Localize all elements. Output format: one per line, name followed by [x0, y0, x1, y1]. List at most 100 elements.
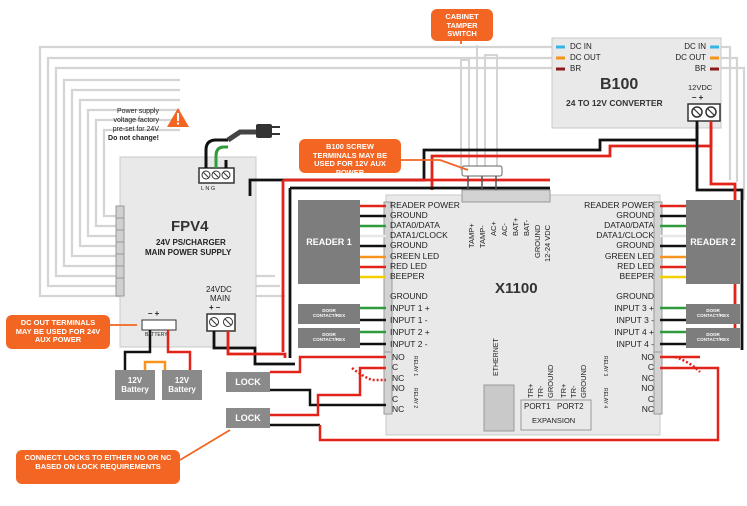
- cabinet-tamper-callout: CABINET TAMPER SWITCH: [431, 9, 493, 41]
- relay-1-tag: RELAY 1: [412, 356, 418, 377]
- fpv4-battery-polarity: – +: [148, 309, 160, 318]
- right-terminal-2: GROUND: [616, 210, 654, 220]
- bottom-terminal-3: GROUND: [546, 364, 555, 398]
- left-terminal-10: INPUT 1 +: [390, 303, 430, 313]
- port1-label: PORT1: [524, 402, 551, 411]
- left-terminal-1: READER POWER: [390, 200, 460, 210]
- relay-right-1: NO: [641, 352, 654, 362]
- fpv4-note-2: voltage factory: [113, 117, 159, 124]
- fpv4-subtitle-2: MAIN POWER SUPPLY: [145, 248, 232, 257]
- main-power-wires: [212, 331, 295, 366]
- right-terminal-6: GREEN LED: [604, 251, 654, 261]
- left-terminal-7: RED LED: [390, 261, 427, 271]
- relay-left-1: NO: [392, 352, 405, 362]
- bottom-terminal-2: TR-: [536, 385, 545, 399]
- warning-icon: [167, 108, 189, 127]
- right-terminal-11: INPUT 3 -: [616, 315, 654, 325]
- top-terminal-2: TAMP-: [478, 225, 487, 248]
- right-terminal-13: INPUT 4 -: [616, 339, 654, 349]
- relay-4-tag: RELAY 4: [602, 388, 608, 409]
- b100-br-left: BR: [570, 64, 582, 73]
- top-terminal-6: BAT-: [522, 219, 531, 236]
- relay-left-6: NC: [392, 404, 405, 414]
- ethernet-jack: [483, 384, 515, 432]
- relay-right-4: NO: [641, 383, 654, 393]
- x1100-title: X1100: [495, 280, 538, 297]
- lock-1: LOCK: [226, 372, 270, 392]
- relay-right-6: NC: [641, 404, 654, 414]
- relay-left-5: C: [392, 394, 399, 404]
- right-terminal-3: DATA0/DATA: [604, 220, 654, 230]
- callout-leaders: [110, 38, 469, 461]
- relay-right-3: NC: [641, 373, 654, 383]
- top-terminal-3: AC+: [489, 221, 498, 236]
- right-terminal-5: GROUND: [616, 240, 654, 250]
- fpv4-note-4: Do not change!: [108, 135, 159, 142]
- relay-3-tag: RELAY 3: [602, 356, 608, 377]
- fpv4-terminal-letters: L N G: [201, 186, 216, 192]
- right-terminal-8: BEEPER: [619, 271, 655, 281]
- relay-left-4: NO: [392, 383, 405, 393]
- left-terminal-12: INPUT 2 +: [390, 327, 430, 337]
- left-terminal-8: BEEPER: [390, 271, 425, 281]
- b100-dc-in-right: DC IN: [684, 42, 706, 51]
- right-terminal-12: INPUT 4 +: [614, 327, 654, 337]
- relay-left-2: C: [392, 362, 399, 372]
- x1100-top-connector: [461, 189, 551, 203]
- fpv4-battery-terminals: [141, 319, 177, 331]
- top-terminal-7: GROUND: [533, 224, 542, 258]
- left-terminal-3: DATA0/DATA: [390, 220, 440, 230]
- fpv4-battery-label: BATTERY: [145, 332, 168, 338]
- port2-label: PORT2: [557, 402, 584, 411]
- power-plug-icon: [256, 124, 280, 138]
- fpv4-note-3: pre-set for 24V: [112, 126, 159, 133]
- right-terminal-7: RED LED: [617, 261, 654, 271]
- b100-polarity: – +: [692, 93, 704, 102]
- fpv4-main-label-1: 24VDC: [206, 285, 232, 294]
- relay-left-3: NC: [392, 373, 405, 383]
- power-loop-wires: [281, 178, 550, 358]
- b100-dc-in-left: DC IN: [570, 42, 592, 51]
- b100-dc-out-left: DC OUT: [570, 53, 601, 62]
- connect-locks-callout: CONNECT LOCKS TO EITHER NO OR NC BASED O…: [16, 450, 180, 484]
- reader1-wires: [360, 204, 386, 279]
- left-terminal-9: GROUND: [390, 291, 428, 301]
- tamper-switch: [461, 165, 503, 190]
- expansion-block: [520, 399, 592, 431]
- bottom-terminal-1: TR+: [526, 383, 535, 398]
- fpv4-side-strip: [115, 205, 125, 297]
- b100-dc-out-right: DC OUT: [675, 53, 706, 62]
- door-contact-wires: [360, 306, 686, 346]
- left-terminal-5: GROUND: [390, 240, 428, 250]
- battery-wires: [123, 330, 192, 370]
- b100-voltage: 12VDC: [688, 83, 713, 92]
- fpv4-main-label-2: MAIN: [210, 294, 230, 303]
- relay-right-2: C: [647, 362, 654, 372]
- right-terminal-4: DATA1/CLOCK: [596, 230, 654, 240]
- tamper-wires: [460, 45, 498, 170]
- b100-screw-callout: B100 SCREW TERMINALS MAY BE USED FOR 12V…: [299, 139, 401, 177]
- b100-wire-stubs: [556, 45, 719, 71]
- power-cord: [204, 129, 262, 168]
- fpv4-main-terminals: [206, 313, 236, 332]
- reader-2: READER 2: [686, 200, 740, 284]
- right-terminal-10: INPUT 3 +: [614, 303, 654, 313]
- fpv4-note-1: Power supply: [116, 108, 159, 115]
- fpv4-ac-terminals: [198, 167, 235, 184]
- left-terminal-13: INPUT 2 -: [390, 339, 428, 349]
- b100-subtitle: 24 TO 12V CONVERTER: [566, 98, 663, 108]
- left-terminal-2: GROUND: [390, 210, 428, 220]
- right-terminal-9: GROUND: [616, 291, 654, 301]
- b100-br-right: BR: [694, 64, 706, 73]
- b100-screw-terminals: [687, 103, 721, 122]
- lock-2: LOCK: [226, 408, 270, 428]
- right-terminal-1: READER POWER: [584, 200, 654, 210]
- reader2-wires: [660, 204, 686, 279]
